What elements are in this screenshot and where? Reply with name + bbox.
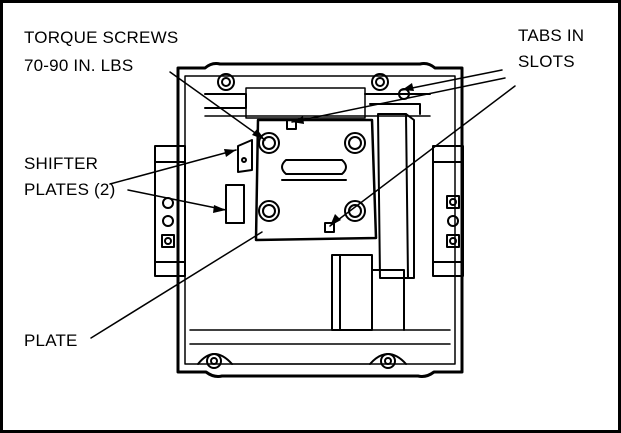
arrow-tabs-1 bbox=[402, 83, 414, 91]
label-plate: PLATE bbox=[24, 331, 78, 350]
leader-tabs-1 bbox=[401, 69, 503, 91]
left-flange bbox=[154, 145, 186, 277]
arrow-torque bbox=[252, 129, 265, 140]
leader-tabs-2 bbox=[291, 77, 506, 123]
arrow-shifter-2 bbox=[213, 205, 226, 213]
main-plate bbox=[254, 118, 378, 242]
shifter-plate-right bbox=[331, 113, 415, 331]
label-shifter-line1: SHIFTER bbox=[24, 154, 99, 173]
label-tabs-line2: SLOTS bbox=[518, 52, 575, 71]
arrow-tabs-3 bbox=[330, 214, 341, 226]
leader-shifter-1 bbox=[109, 149, 237, 185]
right-flange bbox=[432, 145, 464, 277]
lower-ledge bbox=[189, 329, 451, 345]
leader-plate bbox=[90, 231, 263, 339]
label-torque-line2: 70-90 IN. LBS bbox=[24, 56, 134, 75]
leader-lines bbox=[90, 69, 516, 339]
leader-shifter-2 bbox=[127, 189, 227, 211]
shifter-plate-left bbox=[225, 139, 253, 224]
arrow-shifter-1 bbox=[224, 149, 236, 157]
label-tabs-line1: TABS IN bbox=[518, 26, 585, 45]
arrow-tabs-2 bbox=[292, 116, 304, 124]
top-mounting-ears bbox=[204, 73, 431, 115]
label-torque-line1: TORQUE SCREWS bbox=[24, 28, 179, 47]
leader-torque-screws bbox=[169, 71, 266, 141]
leader-tabs-3 bbox=[329, 85, 516, 227]
bottom-mounting-ears bbox=[197, 353, 407, 369]
arrowheads bbox=[213, 83, 414, 226]
label-shifter-line2: PLATES (2) bbox=[24, 180, 116, 199]
